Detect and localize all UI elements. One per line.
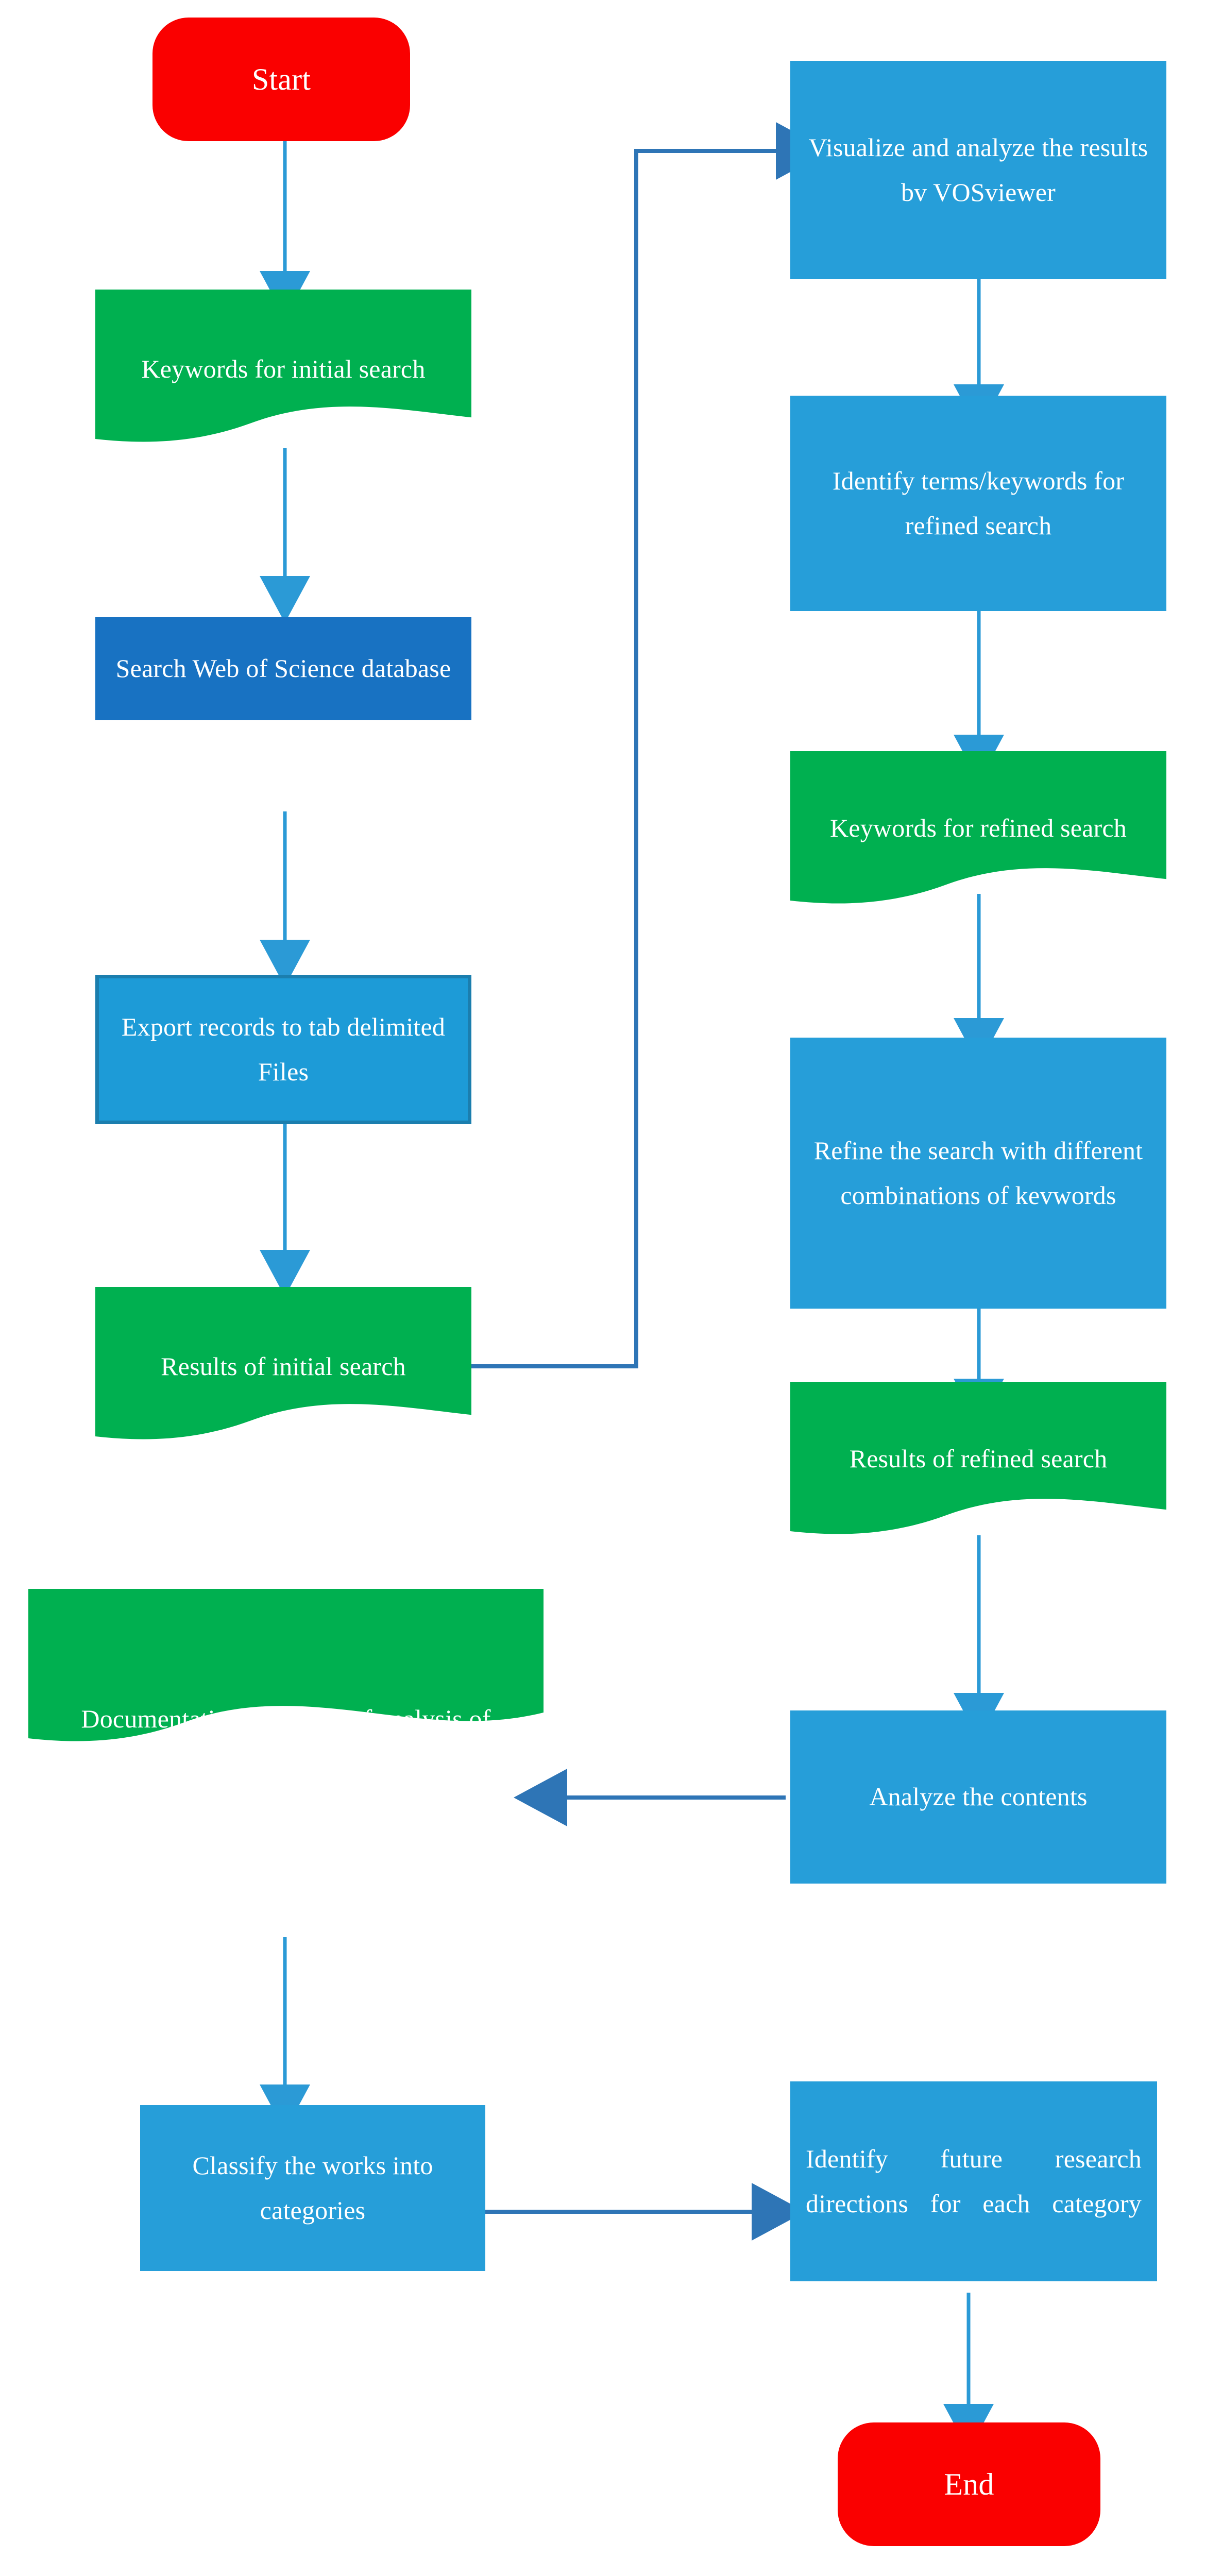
node-results-initial[interactable]: Results of initial search [95,1287,471,1447]
node-future-research[interactable]: Identify future research directions for … [790,2081,1157,2281]
node-analyze-contents-label: Analyze the contents [869,1782,1088,1811]
node-results-initial-label: Results of initial search [161,1352,406,1381]
node-refine-search-label: Refine the search with different combina… [813,1136,1143,1210]
node-start[interactable]: Start [152,18,410,141]
node-start-label: Start [251,62,311,96]
node-search-wos-label: Search Web of Science database [115,654,451,683]
node-keywords-initial[interactable]: Keywords for initial search [95,290,471,449]
node-keywords-refined[interactable]: Keywords for refined search [790,751,1166,906]
node-identify-terms-label: Identify terms/keywords for refined sear… [832,466,1125,540]
node-export-records-label: Export records to tab delimited Files [121,1012,446,1087]
node-classify-works-label: Classify the works into categories [192,2150,433,2225]
node-visualize-label: Visualize and analyze the results bv VOS… [808,132,1148,207]
node-identify-terms[interactable]: Identify terms/keywords for refined sear… [790,396,1166,611]
node-analyze-contents[interactable]: Analyze the contents [790,1710,1166,1884]
node-future-research-label: Identify future research directions for … [806,2144,1142,2218]
node-results-refined[interactable]: Results of refined search [790,1382,1166,1536]
node-search-wos[interactable]: Search Web of Science database [95,617,471,720]
edge-results-initial-to-visualize [467,122,829,1368]
node-documentation[interactable]: Documentation of results of analysis of … [28,1589,544,1939]
node-refine-search[interactable]: Refine the search with different combina… [790,1038,1166,1309]
node-results-refined-label: Results of refined search [849,1444,1108,1473]
node-export-records[interactable]: Export records to tab delimited Files [95,975,471,1124]
node-keywords-refined-label: Keywords for refined search [830,814,1127,843]
node-keywords-initial-label: Keywords for initial search [141,354,426,384]
node-documentation-label: Documentation of results of analysis of … [68,1704,504,1823]
node-end[interactable]: End [838,2422,1100,2546]
node-end-label: End [944,2467,994,2501]
node-visualize[interactable]: Visualize and analyze the results bv VOS… [790,61,1166,279]
node-classify-works[interactable]: Classify the works into categories [140,2105,485,2271]
